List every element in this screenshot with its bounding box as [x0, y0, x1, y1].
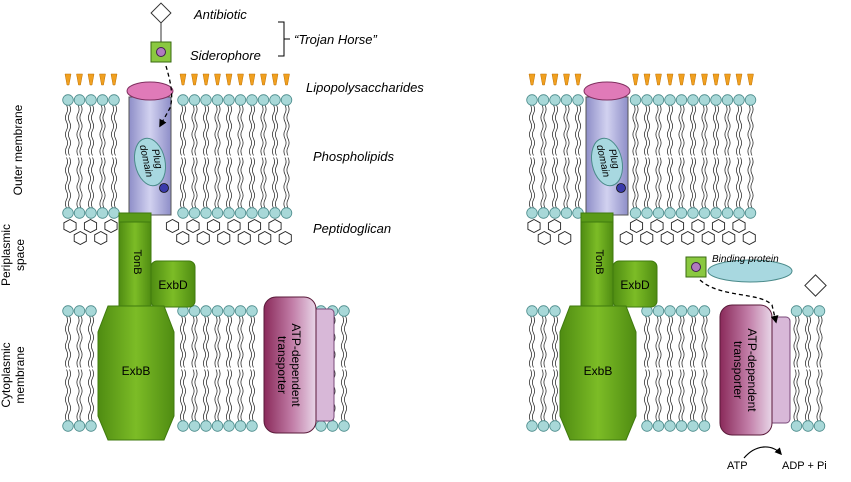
right-iron-dot — [616, 183, 626, 193]
cytoplasmic-membrane-label-1: Cytoplasmic — [0, 342, 13, 407]
lipopolysaccharides-label: Lipopolysaccharides — [306, 80, 424, 95]
left-outer-bilayer — [62, 94, 293, 219]
right-plug-label-1: Plug — [606, 148, 621, 170]
cytoplasmic-membrane-label-2: membrane — [13, 346, 27, 404]
left-transporter-label-2: transporter — [275, 336, 289, 394]
right-transporter-label-2: transporter — [731, 341, 745, 399]
right-exbd — [612, 260, 658, 308]
left-plug-label-1: Plug — [149, 148, 164, 170]
left-receptor-cap — [126, 81, 174, 101]
left-exbb — [97, 305, 175, 441]
left-plug-domain — [134, 137, 166, 187]
binding-protein — [707, 259, 793, 283]
left-tonb-label: TonB — [131, 249, 143, 274]
right-receptor-cap — [583, 81, 631, 101]
right-tonb-exb-complex: TonB ExbD ExbB — [559, 212, 658, 441]
right-antibiotic-diamond-icon — [804, 274, 827, 297]
siderophore-box-icon — [150, 41, 172, 63]
left-peptidoglycan-layer — [63, 218, 292, 246]
left-iron-dot — [159, 183, 169, 193]
right-exbb — [559, 305, 637, 441]
periplasmic-space-label-2: space — [13, 239, 27, 271]
right-exbb-label: ExbB — [584, 364, 613, 378]
atp-label: ATP — [727, 460, 748, 472]
right-peptidoglycan-layer — [527, 218, 756, 246]
right-exbd-label: ExbD — [620, 278, 650, 292]
left-tonb-exb-complex: TonB ExbD ExbB — [97, 212, 196, 441]
left-exbd — [150, 260, 196, 308]
atp-hydrolysis-arrow — [743, 446, 782, 459]
left-transporter-label-1: ATP-dependent — [289, 323, 303, 407]
antibiotic-diamond-icon — [150, 2, 172, 24]
right-cytoplasmic-bilayer — [526, 305, 826, 432]
antibiotic-label: Antibiotic — [193, 7, 247, 22]
left-lps-row — [64, 73, 290, 86]
left-exbb-label: ExbB — [122, 364, 151, 378]
peptidoglican-label: Peptidoglican — [313, 221, 391, 236]
right-outer-bilayer — [526, 94, 757, 219]
siderophore-label: Siderophore — [190, 48, 261, 63]
right-plug-domain — [591, 137, 623, 187]
left-exbd-label: ExbD — [158, 278, 188, 292]
phospholipids-label: Phospholipids — [313, 149, 394, 164]
right-transporter-body — [719, 304, 773, 436]
trojan-horse-label: “Trojan Horse” — [294, 32, 378, 47]
periplasmic-space-label-1: Periplasmic — [0, 224, 13, 286]
right-tonb-label: TonB — [593, 249, 605, 274]
right-lps-row — [528, 73, 754, 86]
right-uptake-arrow — [699, 279, 779, 324]
left-transporter-body — [263, 296, 317, 434]
membranes-layer — [62, 73, 826, 432]
binding-protein-label: Binding protein — [712, 254, 779, 265]
adp-pi-label: ADP + Pi — [782, 460, 827, 472]
right-siderophore-box-icon — [685, 256, 707, 278]
outer-membrane-label: Outer membrane — [11, 104, 25, 195]
right-transporter-label-1: ATP-dependent — [745, 328, 759, 412]
left-uptake-arrow — [159, 65, 173, 128]
trojan-horse-bracket — [278, 21, 290, 57]
